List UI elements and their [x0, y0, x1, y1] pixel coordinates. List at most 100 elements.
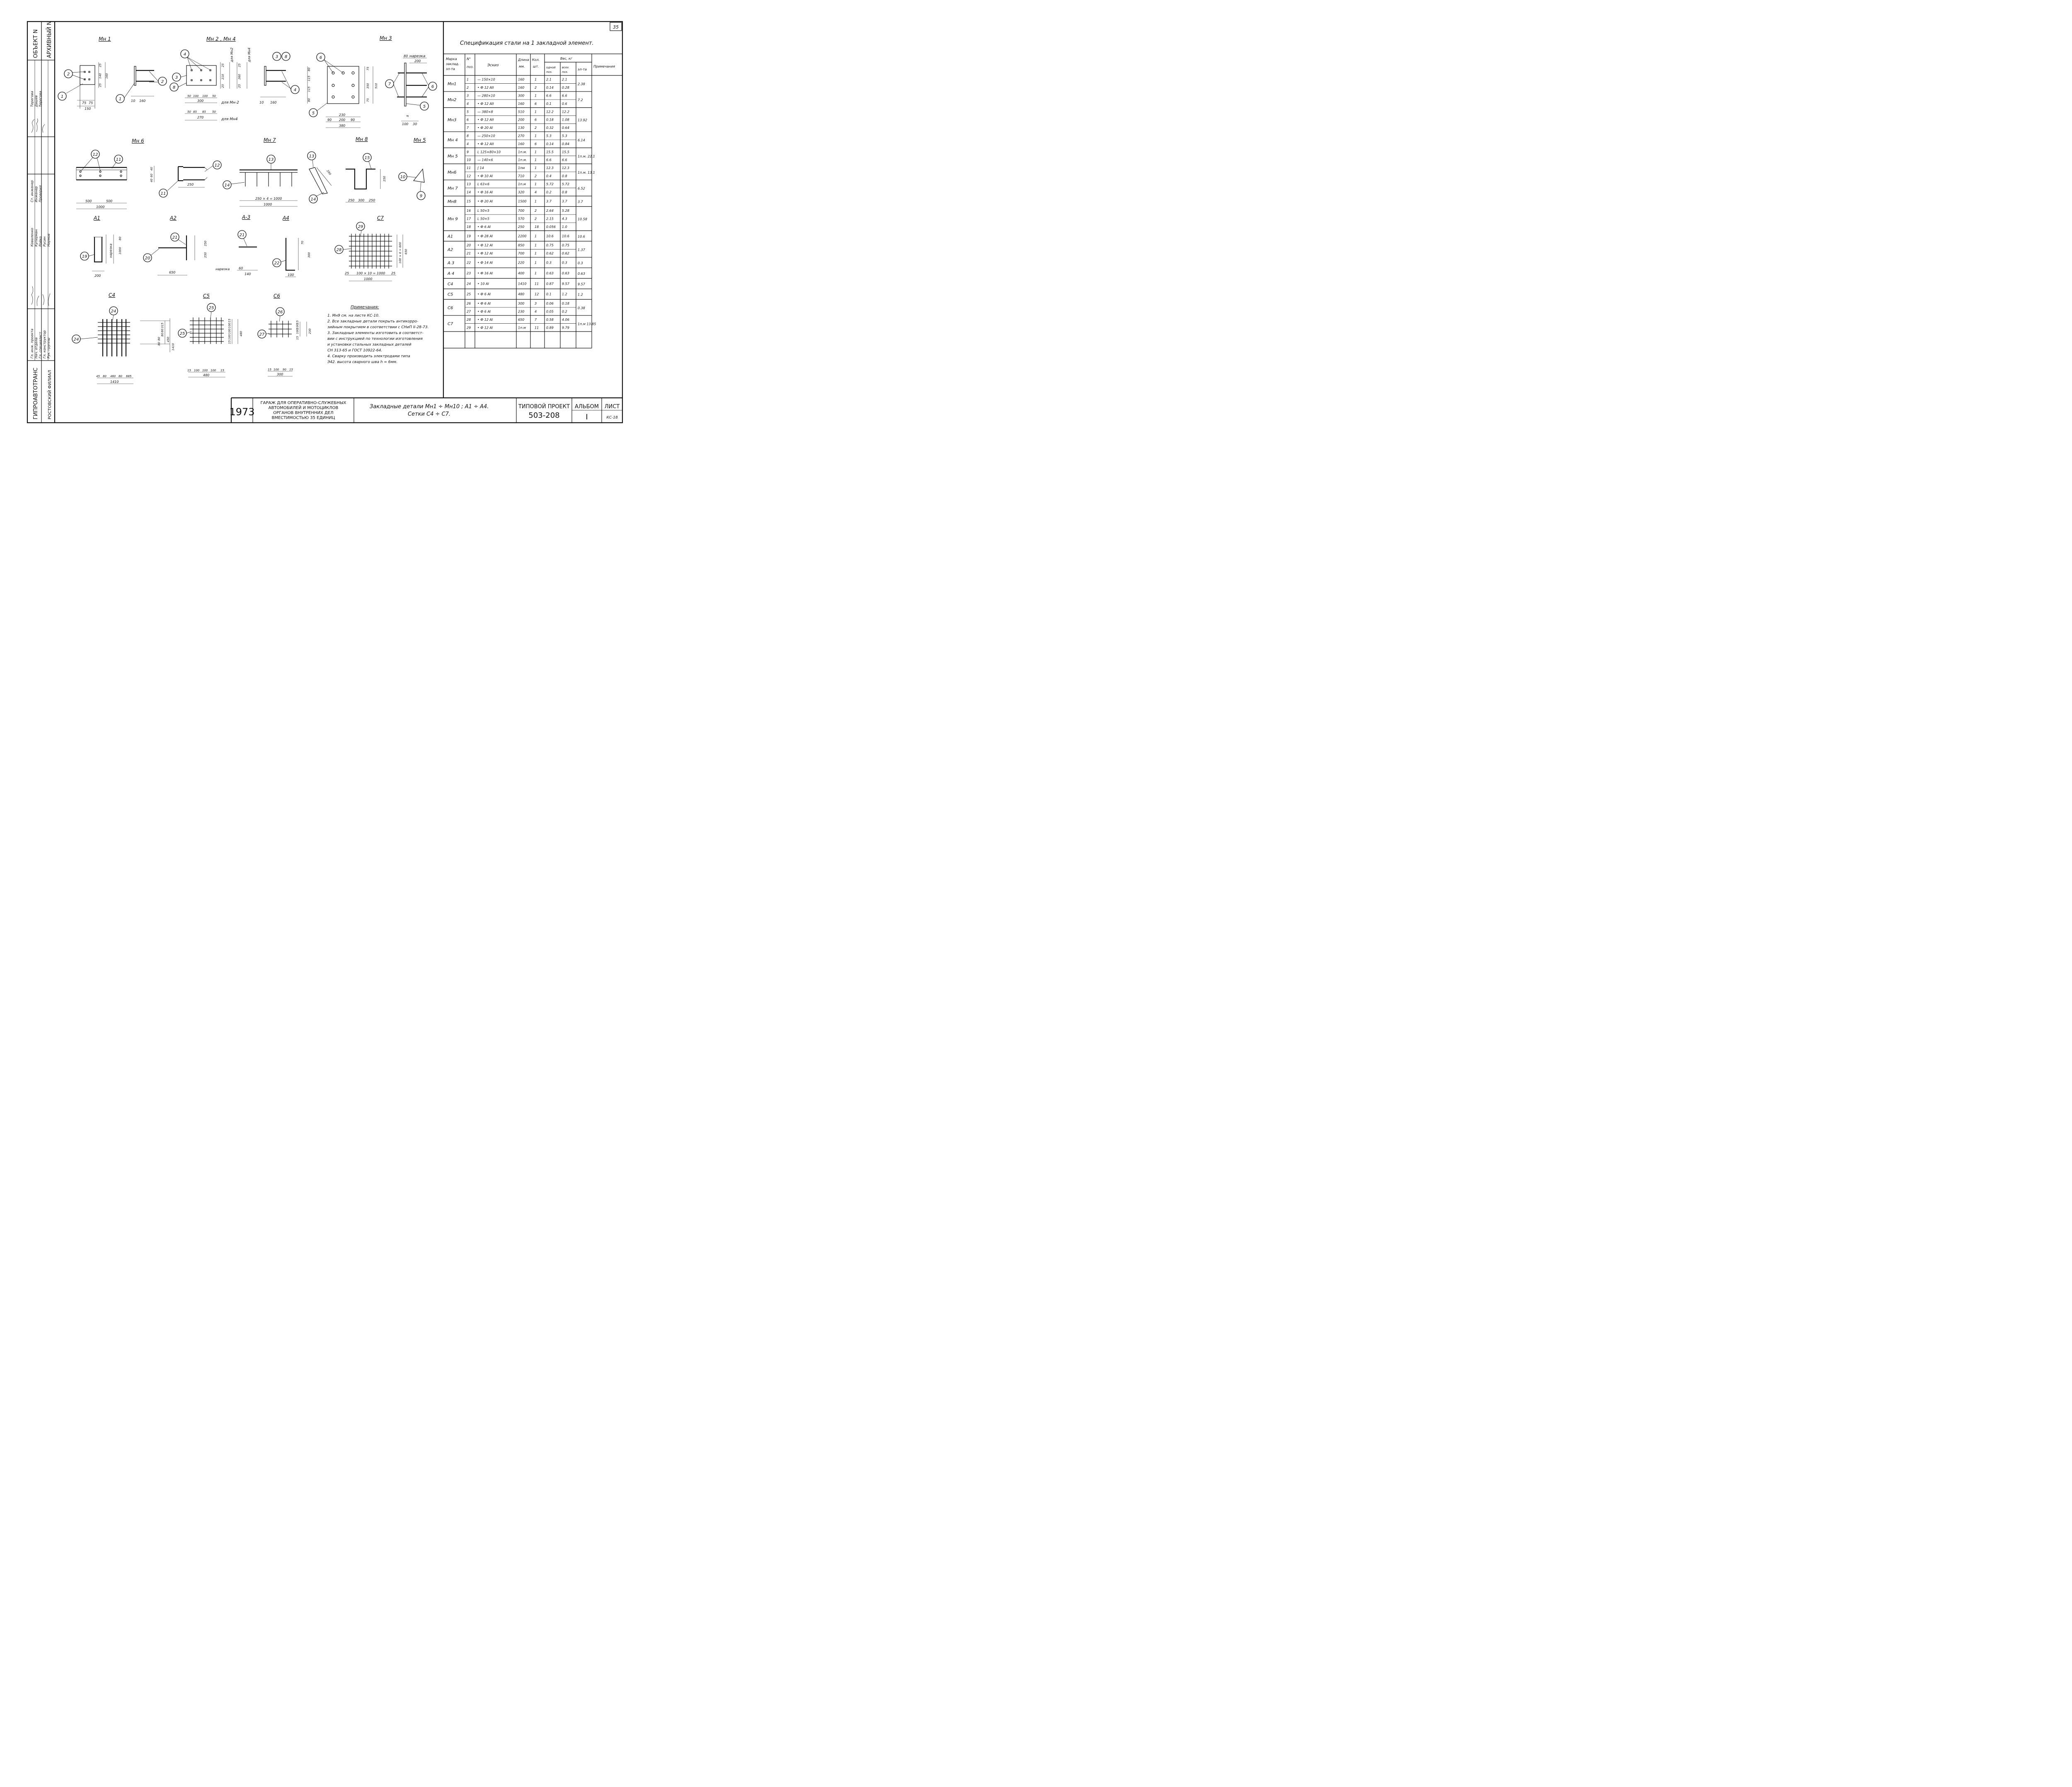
svg-text:15: 15: [228, 319, 231, 322]
svg-text:115: 115: [307, 86, 311, 92]
svg-text:15: 15: [296, 336, 299, 340]
spec-cell: 1.0: [562, 225, 567, 229]
spec-cell: 0.2: [562, 310, 567, 314]
spec-cell: 320: [518, 190, 524, 194]
svg-text:11: 11: [161, 191, 166, 196]
spec-cell: 850: [518, 244, 524, 247]
svg-text:80: 80: [119, 375, 122, 378]
svg-text:15: 15: [228, 340, 231, 344]
spec-cell: 130: [518, 126, 524, 130]
svg-text:75: 75: [82, 101, 86, 105]
spec-mark: Мн 9: [448, 217, 458, 222]
svg-text:100: 100: [402, 122, 408, 126]
svg-text:28: 28: [336, 248, 342, 252]
svg-text:всех: всех: [562, 66, 569, 69]
spec-cell: 1п.м: [518, 182, 526, 186]
spec-cell: 0.1: [546, 293, 552, 296]
svg-text:480: 480: [203, 373, 209, 377]
svg-text:Русин: Русин: [43, 237, 46, 247]
spec-cell: 1: [535, 234, 537, 238]
svg-text:Мн 8: Мн 8: [356, 136, 368, 142]
spec-cell: 0.28: [562, 86, 569, 90]
svg-text:500: 500: [85, 199, 92, 203]
spec-cell: 6: [535, 118, 537, 122]
org-branch: РОСТОВСКИЙ ФИЛИАЛ: [47, 370, 52, 419]
drawing-name: Закладные детали Мн1 ÷ Мн10 ; А1 ÷ А4.: [370, 404, 489, 410]
spec-cell: • Ф 14 АI: [477, 261, 493, 265]
svg-text:эл-та: эл-та: [446, 67, 455, 71]
svg-text:15: 15: [220, 369, 224, 372]
spec-title: Спецификация стали на 1 закладной элемен…: [460, 40, 594, 46]
drawing-mn6: Мн 6 500 500 1000 40 60 40 250 12 11 12 …: [76, 138, 222, 209]
spec-cell: 250: [518, 225, 524, 229]
spec-mark: Мн 5: [448, 154, 458, 159]
svg-text:12: 12: [215, 163, 220, 168]
spec-total: 0.38: [578, 306, 585, 310]
spec-cell: 4.3: [562, 217, 567, 221]
svg-text:25: 25: [391, 271, 395, 275]
svg-text:26: 26: [278, 310, 283, 315]
svg-text:6: 6: [320, 56, 322, 60]
spec-mark: А1: [447, 234, 453, 239]
spec-cell: 700: [518, 209, 524, 213]
spec-cell: 2200: [518, 234, 526, 238]
svg-text:25: 25: [238, 84, 241, 88]
spec-total: 10.58: [578, 218, 587, 221]
spec-cell: 22: [467, 261, 471, 265]
drawing-mn5: Мн 5 10 9: [398, 137, 426, 200]
spec-cell: 19: [467, 234, 471, 238]
spec-cell: 200: [518, 118, 524, 122]
spec-cell: 0.75: [562, 244, 569, 247]
spec-cell: 5.28: [562, 209, 569, 213]
svg-text:200: 200: [94, 274, 101, 278]
svg-text:100: 100: [194, 369, 200, 372]
svg-text:200: 200: [339, 118, 345, 122]
drawing-c7: С7 100 × 6 = 600 650 25 100 × 10 = 1000 …: [334, 215, 408, 281]
svg-text:Мн 1: Мн 1: [99, 36, 111, 42]
svg-text:250: 250: [383, 176, 386, 182]
svg-text:10: 10: [259, 101, 264, 104]
svg-text:7: 7: [388, 82, 391, 87]
spec-cell: 6: [467, 118, 469, 122]
spec-cell: 1: [535, 252, 537, 255]
spec-cell: 3.7: [546, 200, 552, 203]
spec-total: 2.38: [578, 82, 585, 86]
svg-text:1000: 1000: [119, 247, 122, 254]
spec-total: 1.37: [578, 248, 586, 252]
spec-total: 1.2: [578, 293, 583, 297]
svg-text:11: 11: [116, 157, 121, 162]
svg-text:45: 45: [96, 375, 100, 378]
svg-text:заклад.: заклад.: [446, 62, 459, 66]
sheet-number: 35: [613, 24, 619, 30]
spec-cell: 0.18: [562, 302, 569, 305]
spec-cell: 6.6: [546, 94, 552, 98]
svg-text:для Мн2: для Мн2: [230, 48, 234, 63]
spec-cell: 2.64: [546, 209, 554, 213]
spec-cell: 2: [535, 174, 537, 178]
svg-text:100 × 6 = 600: 100 × 6 = 600: [399, 242, 402, 264]
spec-cell: 1: [535, 244, 537, 247]
svg-text:нарезка: нарезка: [109, 244, 113, 258]
svg-text:80: 80: [119, 237, 122, 240]
spec-cell: 1п.м.: [518, 158, 527, 162]
spec-total: 6.14: [578, 138, 585, 142]
svg-text:Гл. конструктор: Гл. конструктор: [43, 330, 46, 358]
svg-text:13: 13: [269, 157, 274, 162]
spec-cell: — 250×10: [477, 134, 495, 138]
spec-total: 1п.м 13.85: [578, 322, 596, 326]
spec-table: Спецификация стали на 1 закладной элемен…: [443, 22, 622, 398]
svg-text:140: 140: [244, 272, 251, 276]
spec-cell: 3: [535, 302, 537, 305]
svg-text:115: 115: [307, 75, 311, 81]
svg-text:260: 260: [238, 74, 241, 80]
svg-text:Вес, кг: Вес, кг: [560, 57, 573, 61]
svg-text:6: 6: [431, 85, 434, 89]
spec-cell: • Ф 12 АII: [477, 102, 494, 106]
spec-cell: • Ф 6 АI: [477, 225, 491, 229]
spec-cell: 10: [467, 158, 471, 162]
spec-mark: Мн1: [448, 82, 457, 86]
svg-text:270: 270: [197, 116, 203, 119]
spec-cell: 0.6: [562, 102, 567, 106]
svg-text:75: 75: [366, 67, 370, 70]
spec-total: 0.63: [578, 272, 585, 276]
